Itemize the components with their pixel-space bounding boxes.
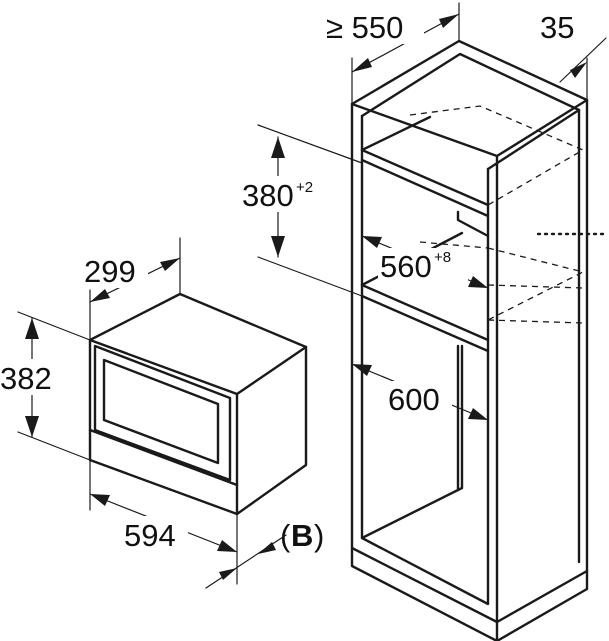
label-appliance-height: 382	[0, 359, 64, 396]
cabinet-width-text: 600	[388, 382, 440, 417]
label-appliance-depth: 299	[82, 252, 148, 289]
niche-height-tolerance: +2	[296, 179, 313, 196]
niche-width-text: 560	[380, 249, 432, 284]
depth-min-text: ≥ 550	[326, 10, 403, 45]
reference-open-paren: (	[280, 518, 291, 553]
appliance-height-text: 382	[0, 361, 52, 396]
appliance-width-text: 594	[124, 518, 176, 553]
niche-height-text: 380	[242, 178, 294, 213]
dim-rear-gap	[559, 37, 607, 101]
label-cabinet-width: 600	[386, 381, 452, 417]
label-niche-height: 380 +2	[240, 176, 340, 213]
label-niche-width: 560 +8	[378, 248, 468, 284]
dim-niche-height	[257, 124, 363, 297]
label-depth-min: ≥ 550	[324, 8, 424, 45]
niche-width-tolerance: +8	[434, 249, 451, 266]
label-rear-gap: 35	[538, 8, 586, 45]
label-appliance-width: 594	[122, 516, 188, 553]
label-reference-b: ( B )	[280, 518, 324, 553]
built-in-appliance	[88, 292, 308, 516]
dim-front-panel	[205, 534, 287, 589]
tall-cabinet	[350, 39, 606, 641]
appliance-depth-text: 299	[84, 254, 136, 289]
reference-letter: B	[291, 518, 313, 553]
rear-gap-text: 35	[540, 10, 574, 45]
reference-close-paren: )	[314, 518, 324, 553]
